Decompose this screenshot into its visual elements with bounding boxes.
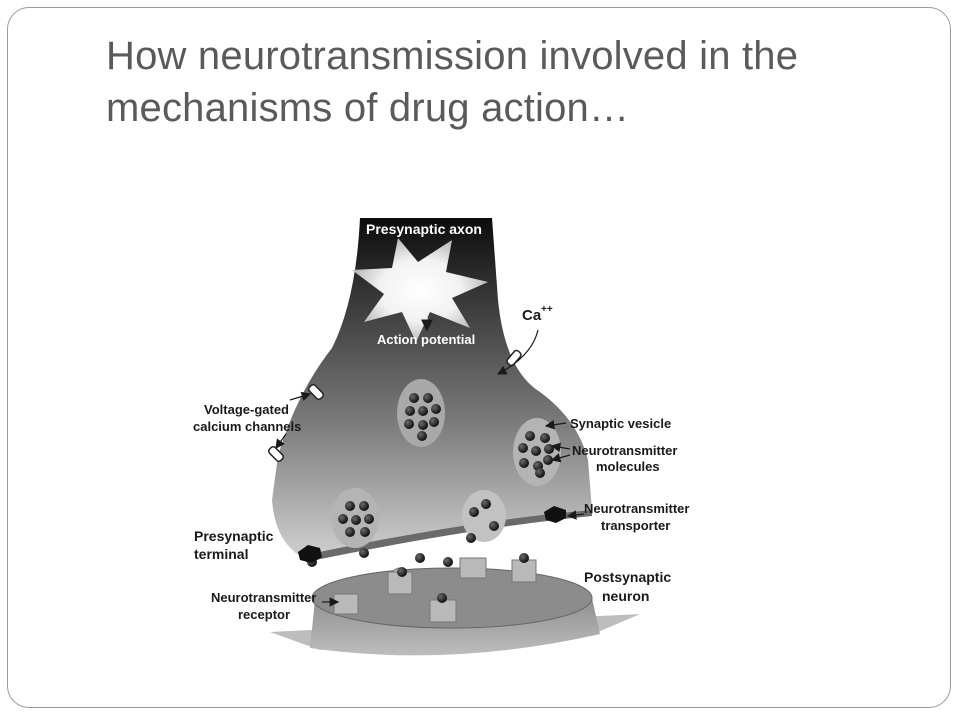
label-nt-receptor-1: Neurotransmitter (211, 590, 316, 605)
transporter-arrow (566, 510, 585, 520)
label-arrows (275, 329, 585, 607)
slide-frame (7, 7, 951, 708)
neurotransmitter-transporters (298, 506, 566, 563)
label-voltage-gated-1: Voltage-gated (204, 402, 289, 417)
slide-title-line-1: How neurotransmission involved in the (106, 34, 799, 78)
receptor (429, 599, 457, 623)
receptor (511, 559, 537, 583)
vesicle-arrow (544, 420, 567, 430)
label-presynaptic-axon: Presynaptic axon (366, 221, 482, 237)
calcium-channels (268, 349, 522, 462)
label-calcium: Ca (522, 307, 542, 324)
label-voltage-gated-2: calcium channels (193, 419, 301, 434)
label-postsynaptic-2: neuron (602, 588, 649, 604)
label-nt-molecules-1: Neurotransmitter (572, 443, 677, 458)
label-presynaptic-terminal-2: terminal (194, 546, 248, 562)
molecule-arrow-1 (550, 442, 571, 453)
label-nt-transporter-2: transporter (601, 518, 670, 533)
calcium-arrow (496, 329, 539, 375)
transporter (544, 506, 566, 523)
transporter (298, 545, 322, 563)
label-postsynaptic-1: Postsynaptic (584, 569, 671, 585)
channel-arrow-1 (289, 391, 312, 402)
action-potential-flash (352, 238, 488, 342)
label-synaptic-vesicle: Synaptic vesicle (570, 416, 671, 431)
molecule-arrow-2 (550, 453, 571, 463)
calcium-channel (506, 349, 522, 367)
slide-title-line-2: mechanisms of drug action… (106, 86, 630, 130)
receptor (333, 593, 359, 615)
label-presynaptic-terminal-1: Presynaptic (194, 528, 274, 544)
calcium-channel (308, 384, 324, 400)
channel-arrow-2 (275, 433, 287, 449)
label-action-potential: Action potential (377, 332, 475, 347)
postsynaptic-neuron (270, 567, 640, 656)
calcium-channel (268, 446, 284, 462)
receptor (459, 557, 487, 579)
label-nt-molecules-2: molecules (596, 459, 660, 474)
label-nt-receptor-2: receptor (238, 607, 290, 622)
label-nt-transporter-1: Neurotransmitter (584, 501, 689, 516)
label-calcium-charge: ++ (541, 304, 553, 315)
slide-title: How neurotransmission involved in the me… (106, 30, 906, 134)
